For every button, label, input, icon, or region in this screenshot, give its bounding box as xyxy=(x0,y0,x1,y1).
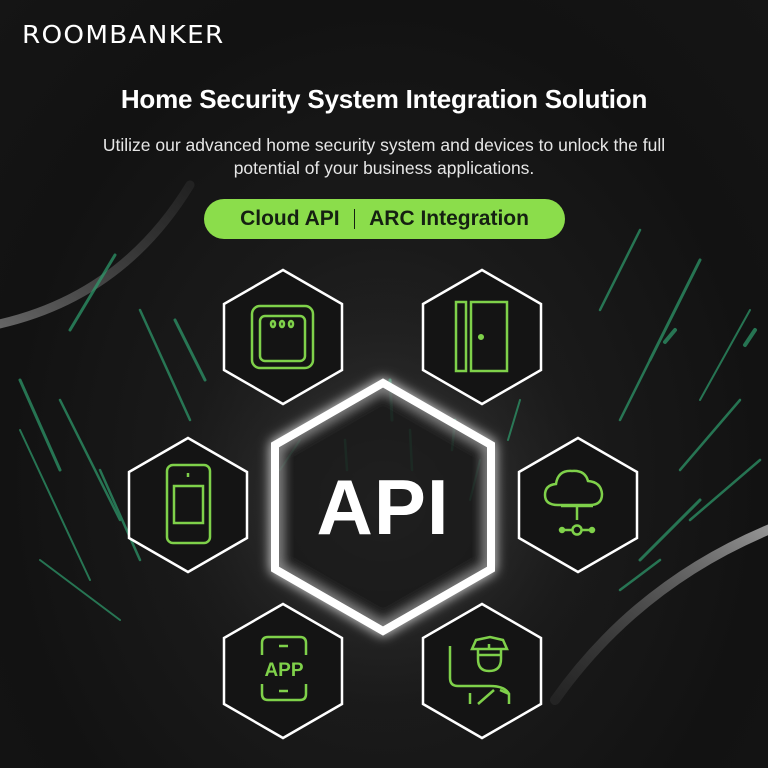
mobile-app-icon xyxy=(260,635,308,702)
subtitle-line-1: Utilize our advanced home security syste… xyxy=(102,135,666,155)
node-wall-switch xyxy=(222,268,344,406)
node-cloud-network xyxy=(517,436,639,574)
arc-integration-label: ARC Integration xyxy=(369,207,529,230)
node-motion-detector xyxy=(127,436,249,574)
node-security-guard xyxy=(421,602,543,740)
node-mobile-app: APP xyxy=(222,602,344,740)
api-hexagon xyxy=(271,378,495,636)
page-subtitle: Utilize our advanced home security syste… xyxy=(70,134,698,180)
motion-detector-icon xyxy=(165,463,212,545)
subtitle-line-2: potential of your business applications. xyxy=(233,158,535,178)
door-sensor-icon xyxy=(454,300,509,373)
badge-divider xyxy=(353,209,356,229)
roombanker-logo: ROOMBANKER xyxy=(22,20,225,49)
cloud-api-label: Cloud API xyxy=(240,207,340,230)
cloud-network-icon xyxy=(543,469,604,536)
api-label: API xyxy=(316,463,450,551)
node-door-sensor xyxy=(421,268,543,406)
app-icon-text: APP xyxy=(264,660,303,681)
feature-badge: Cloud API ARC Integration xyxy=(204,199,565,239)
wall-switch-icon xyxy=(250,304,315,370)
page-title: Home Security System Integration Solutio… xyxy=(120,84,648,114)
security-guard-icon xyxy=(448,635,511,705)
